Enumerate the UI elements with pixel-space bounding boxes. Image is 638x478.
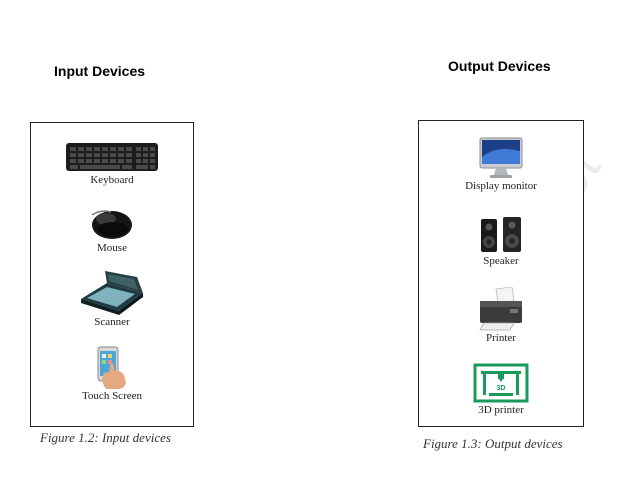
device-label-display-monitor: Display monitor — [465, 180, 537, 192]
monitor-icon — [479, 137, 523, 178]
figure-caption-input: Figure 1.2: Input devices — [40, 430, 171, 445]
output-devices-panel: Display monitor Speaker Printer — [418, 120, 584, 427]
device-display-monitor: Display monitor — [419, 137, 583, 192]
3d-printer-icon: 3D — [473, 363, 529, 403]
device-label-touch-screen: Touch Screen — [81, 390, 142, 402]
device-touch-screen: Touch Screen — [31, 345, 193, 402]
input-devices-heading: Input Devices — [54, 63, 146, 79]
device-label-speaker: Speaker — [483, 255, 519, 267]
mouse-icon — [91, 210, 132, 239]
figure-caption-output: Figure 1.3: Output devices — [423, 436, 563, 451]
keyboard-icon — [66, 143, 158, 171]
output-devices-heading: Output Devices — [448, 58, 551, 74]
device-label-scanner: Scanner — [94, 316, 130, 328]
device-3d-printer: 3D 3D printer — [419, 363, 583, 416]
input-devices-panel: Keyboard Mouse Scanner To — [30, 122, 194, 427]
device-scanner: Scanner — [31, 269, 193, 328]
speaker-icon — [481, 217, 521, 252]
device-printer: Printer — [419, 287, 583, 344]
device-keyboard: Keyboard — [31, 141, 193, 186]
device-label-mouse: Mouse — [97, 242, 127, 254]
device-label-keyboard: Keyboard — [90, 174, 134, 186]
3d-printer-icon-text: 3D — [497, 385, 506, 392]
printer-icon — [479, 287, 522, 331]
touch-screen-icon — [97, 346, 126, 389]
device-label-3d-printer: 3D printer — [478, 404, 524, 416]
device-speaker: Speaker — [419, 216, 583, 267]
scanner-icon — [81, 271, 143, 315]
device-label-printer: Printer — [486, 332, 516, 344]
device-mouse: Mouse — [31, 207, 193, 254]
